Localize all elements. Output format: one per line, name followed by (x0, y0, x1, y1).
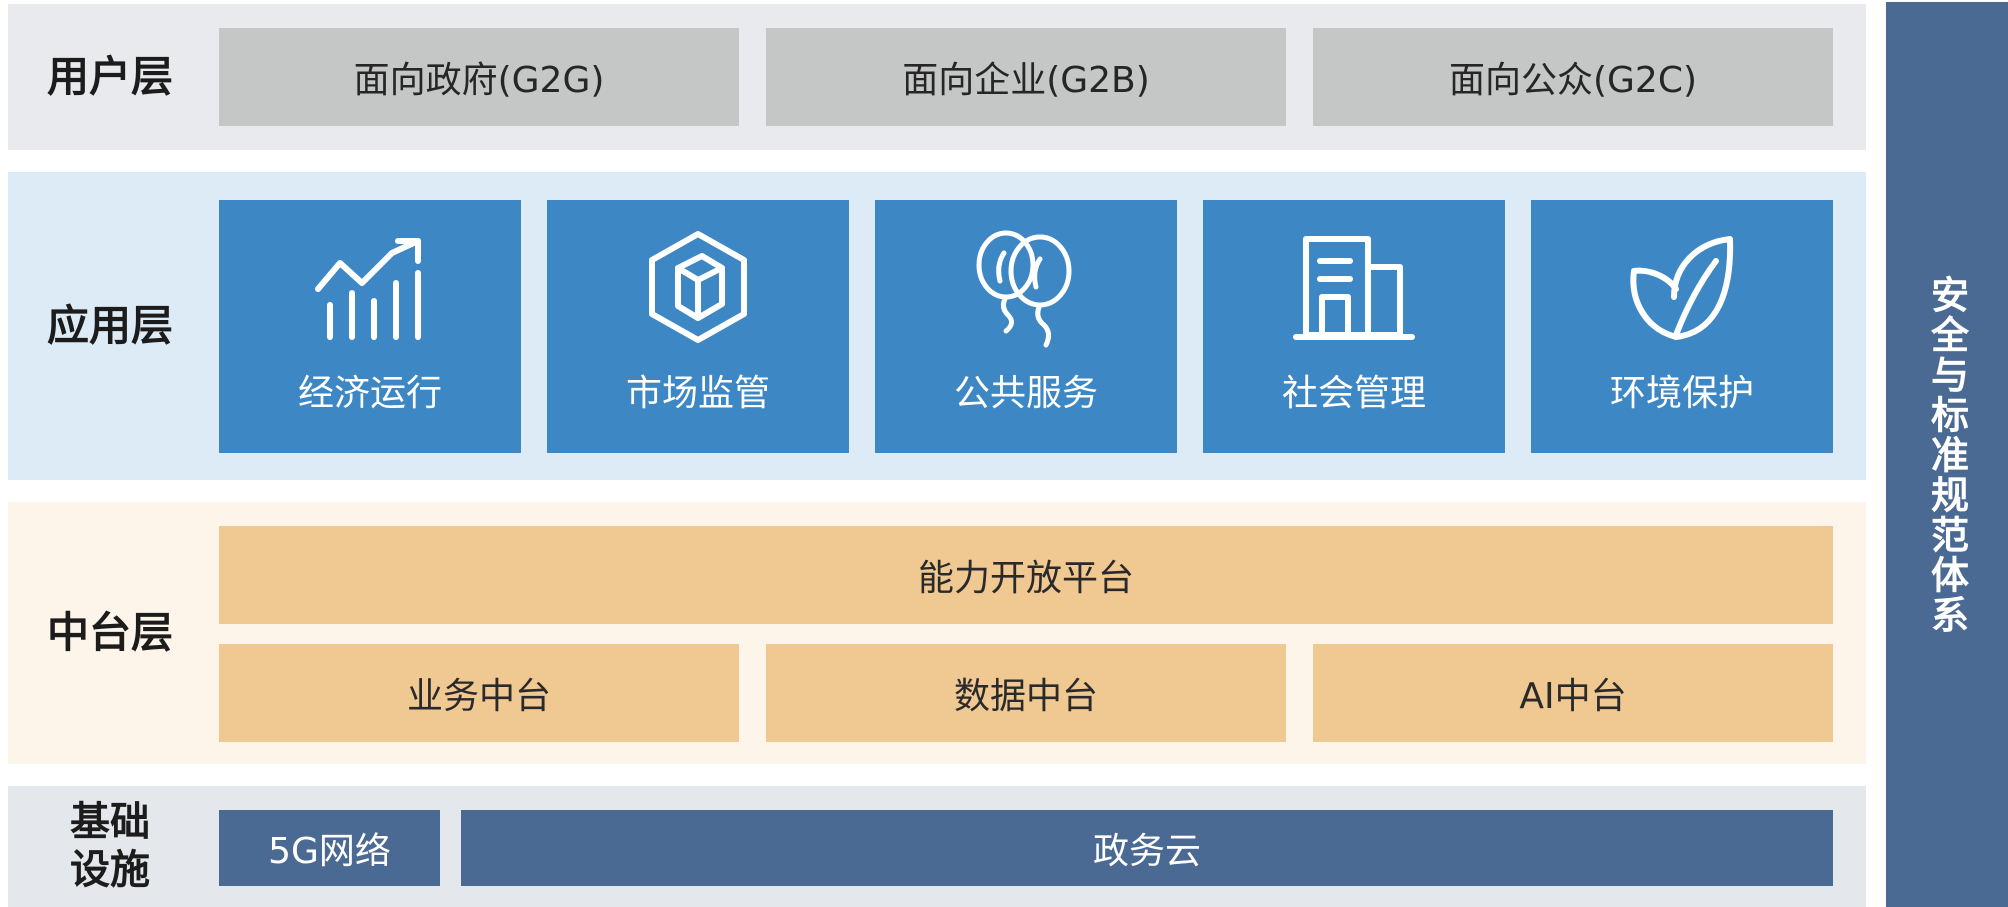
data-center: 数据中台 (766, 644, 1286, 742)
ai-center: AI中台 (1313, 644, 1833, 742)
app-card-social-management: 社会管理 (1203, 200, 1505, 453)
5g-network-box: 5G网络 (219, 810, 440, 886)
app-label: 环境保护 (1609, 373, 1754, 414)
app-card-environment: 环境保护 (1531, 200, 1833, 453)
security-standards-label: 安全与标准规范体系 (1924, 274, 1969, 635)
app-label: 经济运行 (297, 373, 442, 414)
app-label: 社会管理 (1281, 373, 1426, 414)
leaf-icon (1630, 236, 1734, 340)
app-layer-label: 应用层 (46, 301, 173, 351)
gov-cloud-box: 政务云 (461, 810, 1833, 886)
app-card-public-service: 公共服务 (875, 200, 1177, 453)
hex-cube-icon (649, 231, 747, 343)
balloons-icon (976, 230, 1072, 348)
building-icon (1293, 236, 1415, 340)
middle-layer-label: 中台层 (46, 608, 173, 658)
app-card-market: 市场监管 (547, 200, 849, 453)
g2b-box: 面向企业(G2B) (766, 28, 1286, 126)
app-card-economy: 经济运行 (219, 200, 521, 453)
g2g-box: 面向政府(G2G) (219, 28, 739, 126)
security-standards-bar: 安全与标准规范体系 (1886, 2, 2008, 907)
growth-chart-icon (315, 238, 421, 340)
capability-open-platform: 能力开放平台 (219, 526, 1833, 624)
business-center: 业务中台 (219, 644, 739, 742)
infrastructure-layer-label: 基础 设施 (8, 786, 212, 907)
user-layer-label: 用户层 (46, 52, 173, 102)
infrastructure-label-line2: 设施 (70, 846, 150, 893)
app-label: 市场监管 (625, 373, 770, 414)
infrastructure-label-line1: 基础 (70, 799, 150, 846)
g2c-box: 面向公众(G2C) (1313, 28, 1833, 126)
app-label: 公共服务 (953, 373, 1098, 414)
